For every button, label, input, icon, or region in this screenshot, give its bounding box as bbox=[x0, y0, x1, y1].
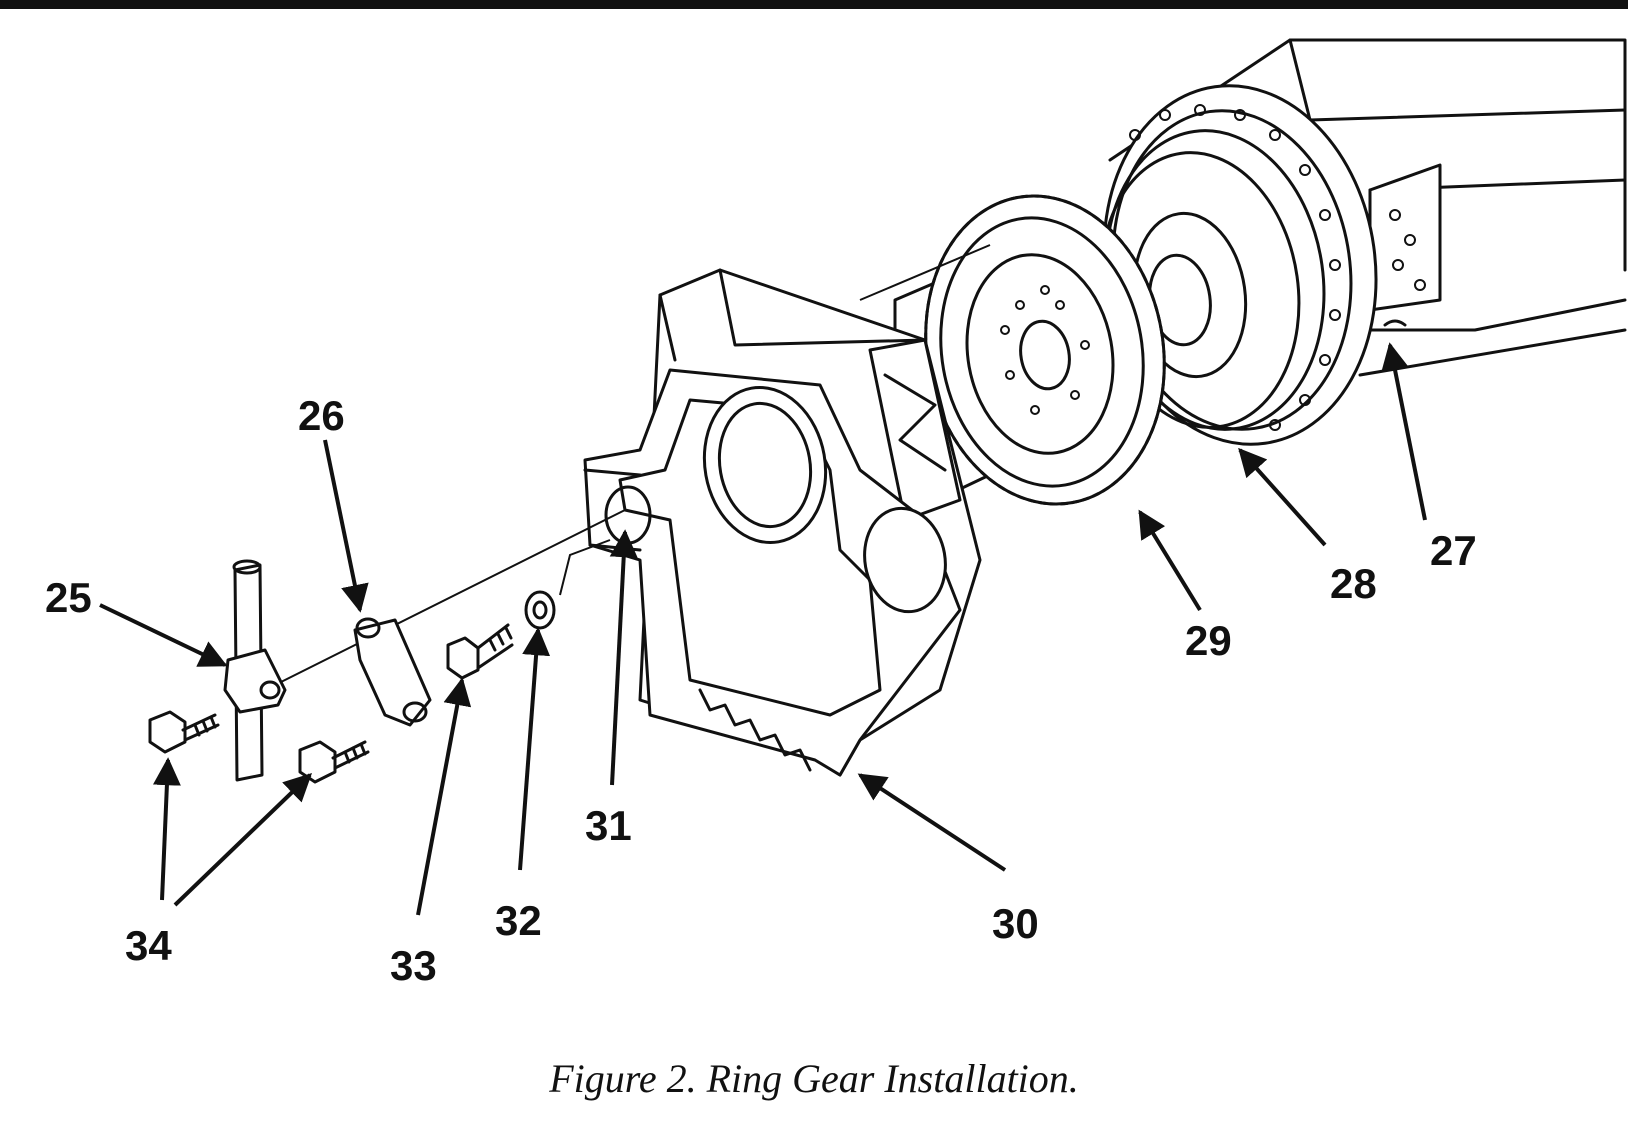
callout-29: 29 bbox=[1185, 617, 1232, 664]
tube-clamp bbox=[223, 559, 287, 782]
leader-arrows bbox=[99, 342, 1427, 916]
callout-27: 27 bbox=[1430, 527, 1477, 574]
callout-28: 28 bbox=[1330, 560, 1377, 607]
assembly-centerlines bbox=[264, 244, 991, 691]
leader-34b bbox=[173, 773, 313, 907]
callout-33: 33 bbox=[390, 942, 437, 989]
callout-25: 25 bbox=[45, 574, 92, 621]
leader-28 bbox=[1238, 447, 1327, 547]
callout-30: 30 bbox=[992, 900, 1039, 947]
callout-26: 26 bbox=[298, 392, 345, 439]
hex-bolt bbox=[446, 623, 514, 680]
leader-27 bbox=[1381, 342, 1427, 521]
leader-30 bbox=[857, 773, 1007, 872]
callout-labels: 25 26 27 28 29 30 31 32 33 34 bbox=[45, 392, 1477, 989]
flange-bolts bbox=[148, 710, 370, 784]
leader-26 bbox=[323, 439, 369, 613]
leader-25 bbox=[99, 603, 228, 667]
gasket-plate bbox=[353, 617, 432, 727]
leader-32 bbox=[518, 627, 551, 871]
washer bbox=[524, 590, 556, 630]
leader-31 bbox=[609, 529, 638, 786]
callout-31: 31 bbox=[585, 802, 632, 849]
leader-33 bbox=[416, 677, 472, 916]
leader-34a bbox=[152, 757, 181, 901]
housing-cover bbox=[583, 268, 982, 777]
callout-34: 34 bbox=[125, 922, 172, 969]
figure-caption: Figure 2. Ring Gear Installation. bbox=[549, 1056, 1079, 1101]
top-border-rule bbox=[0, 0, 1628, 9]
leader-29 bbox=[1138, 509, 1202, 612]
callout-32: 32 bbox=[495, 897, 542, 944]
